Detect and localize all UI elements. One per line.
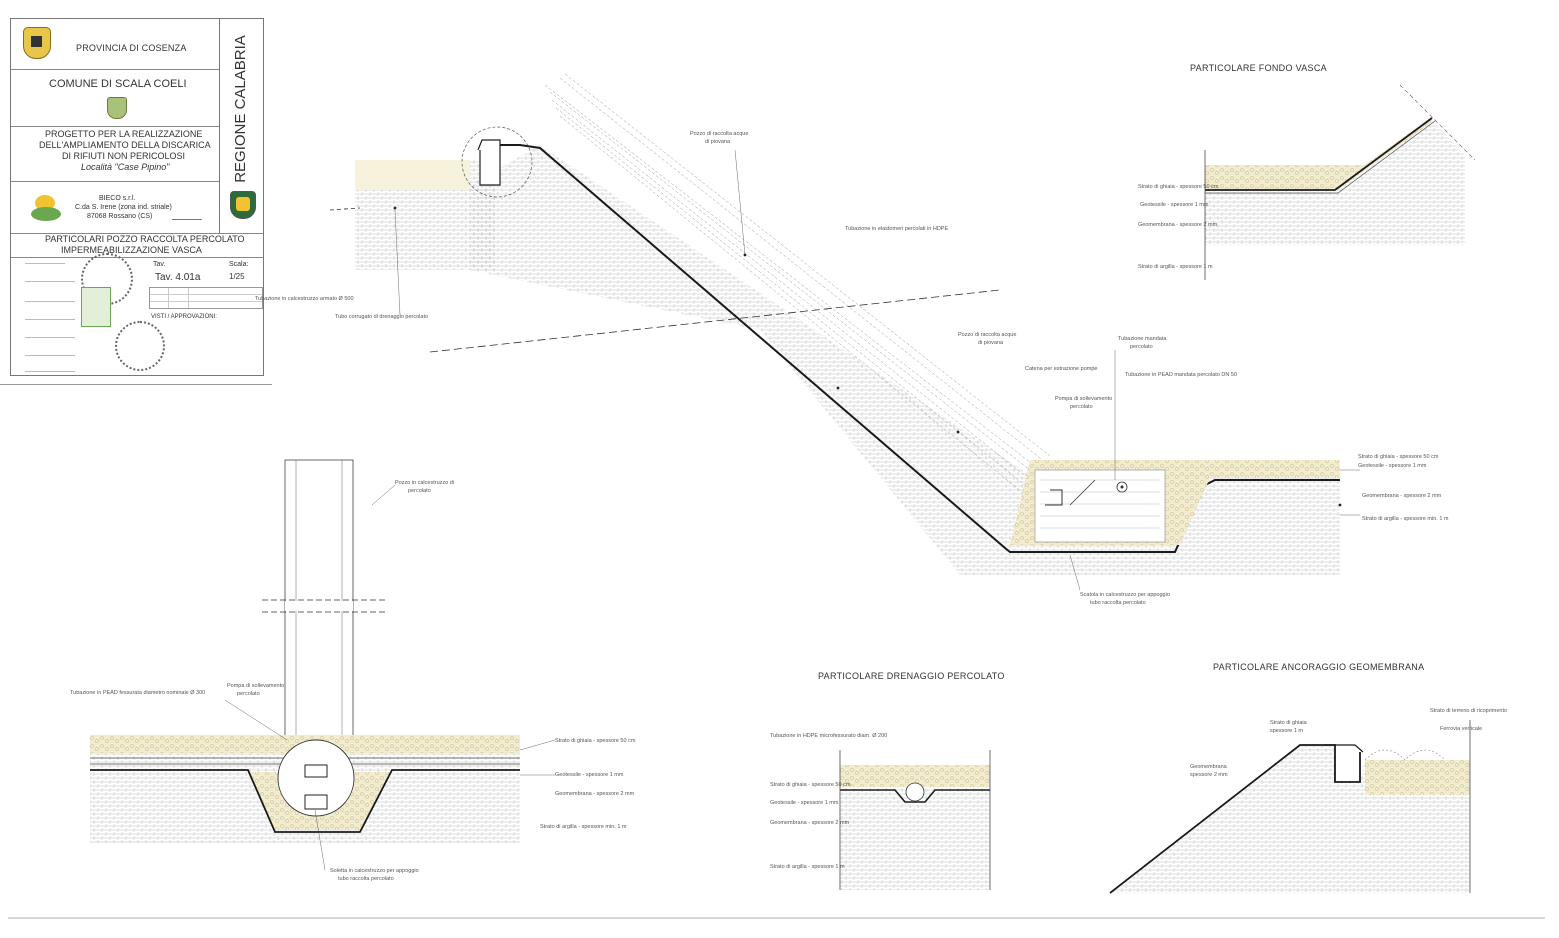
region-strip: REGIONE CALABRIA bbox=[219, 19, 264, 233]
drawing-title2: IMPERMEABILIZZAZIONE VASCA bbox=[61, 245, 202, 255]
svg-text:percolato: percolato bbox=[237, 691, 260, 697]
approvals-label: VISTI / APPROVAZIONI: bbox=[151, 314, 217, 320]
svg-text:Strato di ghiaia - spessore 50: Strato di ghiaia - spessore 50 cm bbox=[1358, 454, 1439, 460]
scale-value: 1/25 bbox=[229, 272, 245, 281]
svg-text:Strato di ghiaia - spessore 50: Strato di ghiaia - spessore 50 cm bbox=[770, 782, 851, 788]
company-address1: C.da S. Irene (zona ind. striale) bbox=[75, 204, 172, 211]
svg-text:Pozzo di raccolta acque: Pozzo di raccolta acque bbox=[690, 131, 748, 137]
project-line1: PROGETTO PER LA REALIZZAZIONE bbox=[45, 129, 203, 139]
svg-text:Geotessile - spessore 1 mm: Geotessile - spessore 1 mm bbox=[1140, 202, 1209, 208]
svg-text:Strato di ghiaia - spessore 50: Strato di ghiaia - spessore 50 cm bbox=[555, 738, 636, 744]
fondo-vasca-detail: PARTICOLARE FONDO VASCA Strato di ghiaia… bbox=[1138, 63, 1476, 280]
svg-text:Strato di argilla - spessore m: Strato di argilla - spessore min. 1 m bbox=[1362, 516, 1449, 522]
comune-label: COMUNE DI SCALA COELI bbox=[49, 78, 187, 90]
svg-text:Ferrovia verticale: Ferrovia verticale bbox=[1440, 726, 1482, 732]
drenaggio-title: PARTICOLARE DRENAGGIO PERCOLATO bbox=[818, 671, 1005, 681]
svg-text:Catena per estrazione pompe: Catena per estrazione pompe bbox=[1025, 366, 1097, 372]
svg-text:Geomembrana - spessore 2 mm: Geomembrana - spessore 2 mm bbox=[770, 820, 850, 826]
title-block: REGIONE CALABRIA PROVINCIA DI COSENZA CO… bbox=[10, 18, 264, 376]
project-line3: DI RIFIUTI NON PERICOLOSI bbox=[62, 151, 186, 161]
svg-text:Tubazione in PEAD mandata perc: Tubazione in PEAD mandata percolato DN 5… bbox=[1125, 372, 1237, 378]
region-emblem-icon bbox=[230, 191, 256, 219]
ancoraggio-detail: PARTICOLARE ANCORAGGIO GEOMEMBRANA Strat… bbox=[1109, 662, 1507, 894]
drenaggio-detail: PARTICOLARE DRENAGGIO PERCOLATO Tubazion… bbox=[770, 671, 1005, 890]
company-logo-icon bbox=[31, 195, 61, 223]
project-line2: DELL'AMPLIAMENTO DELLA DISCARICA bbox=[39, 140, 211, 150]
svg-text:Geotessile - spessore 1 mm: Geotessile - spessore 1 mm bbox=[770, 800, 839, 806]
svg-text:Tubazione in elastomeri percol: Tubazione in elastomeri percolati in HDP… bbox=[845, 226, 948, 232]
locality-label: Località "Case Pipino" bbox=[81, 162, 170, 172]
drawing-title1: PARTICOLARI POZZO RACCOLTA PERCOLATO bbox=[45, 234, 245, 244]
province-crest-icon bbox=[23, 27, 51, 59]
company-name: BIECO s.r.l. bbox=[99, 195, 136, 202]
svg-text:di piovana: di piovana bbox=[705, 139, 731, 145]
svg-text:Tubo corrugato di drenaggio pe: Tubo corrugato di drenaggio percolato bbox=[335, 314, 428, 320]
svg-text:di piovana: di piovana bbox=[978, 340, 1004, 346]
svg-text:Geomembrana - spessore 2 mm: Geomembrana - spessore 2 mm bbox=[1362, 493, 1442, 499]
svg-text:Tubazione in HDPE microfessura: Tubazione in HDPE microfessurato diam. Ø… bbox=[770, 733, 887, 739]
company-address2: 87068 Rossano (CS) bbox=[87, 213, 153, 220]
svg-text:tubo raccolta percolato: tubo raccolta percolato bbox=[1090, 600, 1146, 606]
fondo-vasca-title: PARTICOLARE FONDO VASCA bbox=[1190, 63, 1327, 73]
svg-text:percolato: percolato bbox=[408, 488, 431, 494]
svg-text:Geomembrana - spessore 2 mm: Geomembrana - spessore 2 mm bbox=[555, 791, 635, 797]
svg-text:percolato: percolato bbox=[1070, 404, 1093, 410]
svg-text:Geomembrana: Geomembrana bbox=[1190, 764, 1228, 770]
svg-text:tubo raccolta percolato: tubo raccolta percolato bbox=[338, 876, 394, 882]
svg-text:Geomembrana - spessore 2 mm: Geomembrana - spessore 2 mm bbox=[1138, 222, 1218, 228]
svg-text:percolato: percolato bbox=[1130, 344, 1153, 350]
province-label: PROVINCIA DI COSENZA bbox=[76, 43, 187, 53]
svg-text:Strato di argilla - spessore 1: Strato di argilla - spessore 1 m bbox=[770, 864, 845, 870]
tav-value: Tav. 4.01a bbox=[155, 272, 201, 283]
comune-crest-icon bbox=[107, 97, 127, 119]
svg-text:Strato di argilla - spessore 1: Strato di argilla - spessore 1 m bbox=[1138, 264, 1213, 270]
svg-text:Tubazione in PEAD fessurata di: Tubazione in PEAD fessurata diametro nom… bbox=[70, 690, 205, 696]
svg-text:Strato di terreno di ricoprime: Strato di terreno di ricoprimento bbox=[1430, 708, 1507, 714]
pozzo-detail: Pozzo in calcestruzzo di percolato Pompa… bbox=[70, 459, 636, 882]
svg-text:Soletta in calcestruzzo per ap: Soletta in calcestruzzo per appoggio bbox=[330, 868, 419, 874]
svg-text:spessore 2 mm: spessore 2 mm bbox=[1190, 772, 1228, 778]
ancoraggio-title: PARTICOLARE ANCORAGGIO GEOMEMBRANA bbox=[1213, 662, 1424, 672]
svg-text:Pozzo di raccolta acque: Pozzo di raccolta acque bbox=[958, 332, 1016, 338]
tav-label: Tav. bbox=[153, 261, 166, 268]
official-stamp-icon bbox=[115, 321, 165, 371]
svg-text:Tubazione mandata: Tubazione mandata bbox=[1118, 336, 1167, 342]
approval-stamp-icon bbox=[81, 287, 111, 327]
svg-text:Pozzo in calcestruzzo di: Pozzo in calcestruzzo di bbox=[395, 480, 454, 486]
scale-label: Scala: bbox=[229, 261, 249, 268]
svg-text:Geotessile - spessore 1 mm: Geotessile - spessore 1 mm bbox=[555, 772, 624, 778]
svg-text:Geotessile - spessore 1 mm: Geotessile - spessore 1 mm bbox=[1358, 463, 1427, 469]
svg-text:Scatola in calcestruzzo per ap: Scatola in calcestruzzo per appoggio bbox=[1080, 592, 1170, 598]
svg-text:Strato di ghiaia - spessore 50: Strato di ghiaia - spessore 50 cm bbox=[1138, 184, 1219, 190]
svg-text:Pompa di sollevamento: Pompa di sollevamento bbox=[1055, 396, 1112, 402]
svg-text:Pompa di sollevamento: Pompa di sollevamento bbox=[227, 683, 284, 689]
svg-text:Strato di argilla - spessore m: Strato di argilla - spessore min. 1 m bbox=[540, 824, 627, 830]
slope-section: Pozzo di raccolta acque di piovana Tubaz… bbox=[255, 70, 1449, 606]
svg-text:Strato di ghiaia: Strato di ghiaia bbox=[1270, 720, 1308, 726]
revision-table bbox=[149, 287, 263, 309]
svg-text:Tubazione in calcestruzzo arma: Tubazione in calcestruzzo armato Ø 500 bbox=[255, 296, 354, 302]
svg-text:spessore 1 m: spessore 1 m bbox=[1270, 728, 1303, 734]
